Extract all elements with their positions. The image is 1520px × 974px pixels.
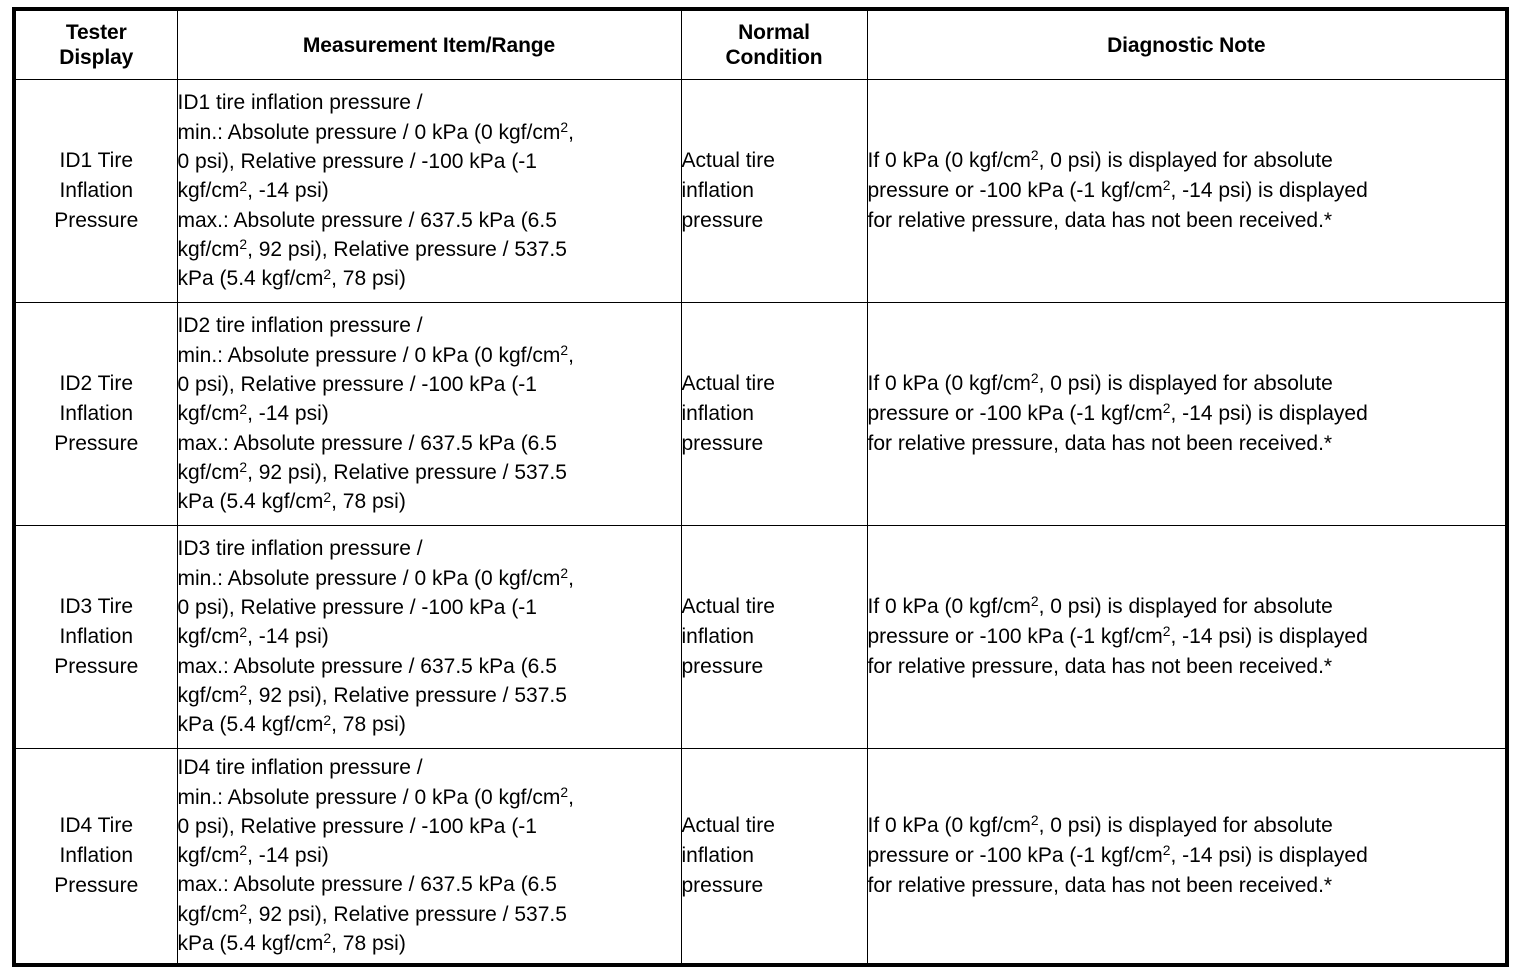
cell-diagnostic-note: If 0 kPa (0 kgf/cm2, 0 psi) is displayed… <box>866 525 1508 749</box>
cell-diagnostic-note: If 0 kPa (0 kgf/cm2, 0 psi) is displayed… <box>866 79 1508 303</box>
column-header-diagnostic-note: Diagnostic Note <box>866 8 1508 80</box>
cell-diagnostic-note: If 0 kPa (0 kgf/cm2, 0 psi) is displayed… <box>866 302 1508 526</box>
cell-measurement-item-range: ID3 tire inflation pressure /min.: Absol… <box>176 525 682 749</box>
cell-measurement-item-range: ID1 tire inflation pressure /min.: Absol… <box>176 79 682 303</box>
cell-diagnostic-note: If 0 kPa (0 kgf/cm2, 0 psi) is displayed… <box>866 748 1508 965</box>
cell-measurement-item-range: ID2 tire inflation pressure /min.: Absol… <box>176 302 682 526</box>
cell-measurement-item-range: ID4 tire inflation pressure /min.: Absol… <box>176 748 682 965</box>
column-header-measurement-item-range: Measurement Item/Range <box>176 8 682 80</box>
